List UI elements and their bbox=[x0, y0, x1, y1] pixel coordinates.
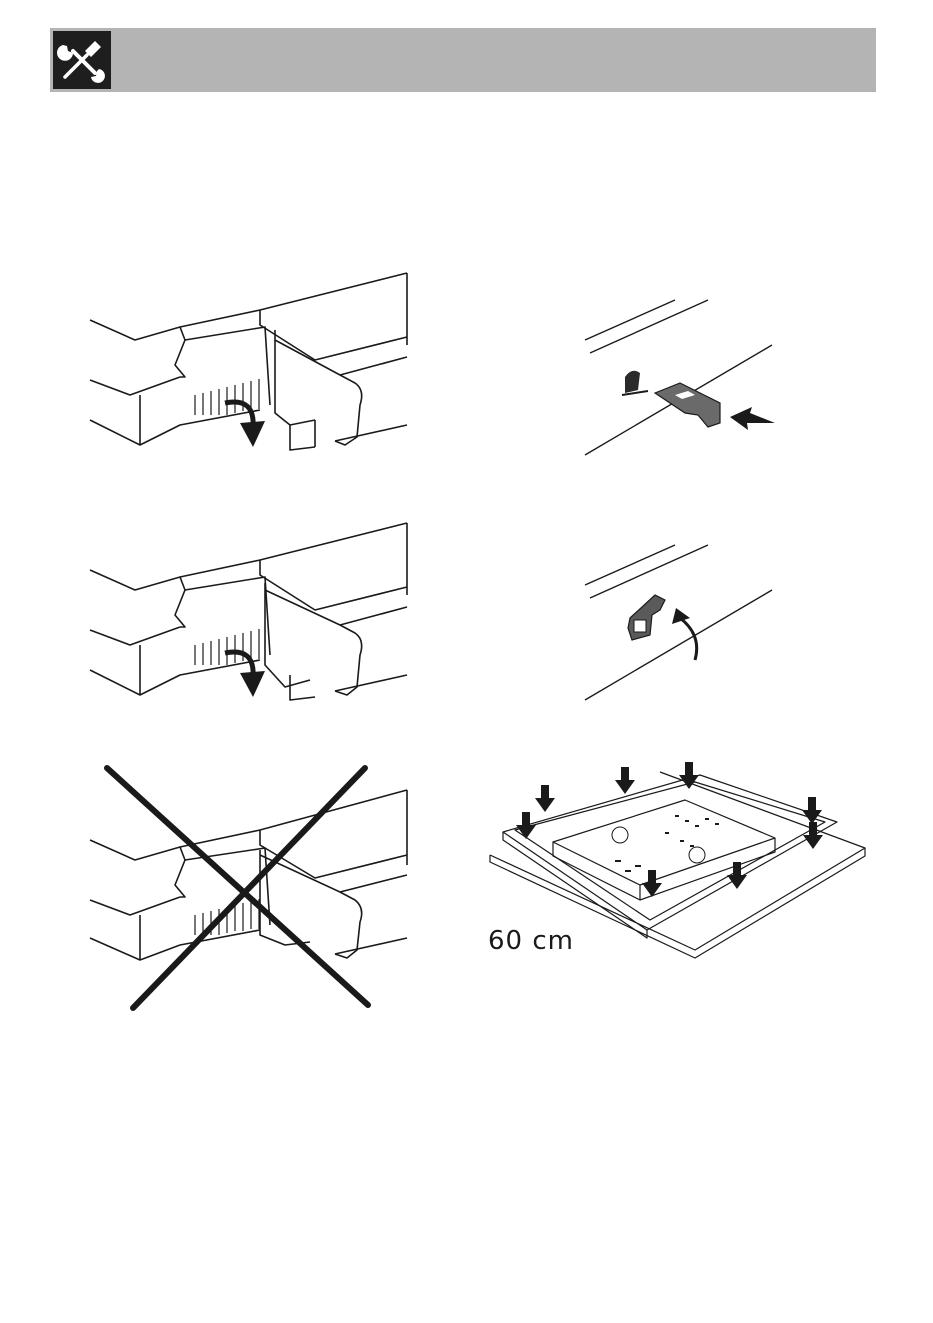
tools-icon bbox=[53, 31, 111, 89]
section-header-bar bbox=[50, 28, 876, 92]
cross-icon bbox=[107, 768, 368, 1008]
hob-corner-lower-figure bbox=[85, 515, 415, 705]
down-arrows bbox=[516, 762, 823, 897]
hob-corner-tilt-figure bbox=[85, 265, 415, 455]
bracket-rotate-figure bbox=[580, 540, 780, 705]
hob-corner-wrong-figure bbox=[85, 760, 415, 1020]
size-label: 60 cm bbox=[488, 926, 574, 956]
bracket-push-figure bbox=[580, 295, 780, 460]
